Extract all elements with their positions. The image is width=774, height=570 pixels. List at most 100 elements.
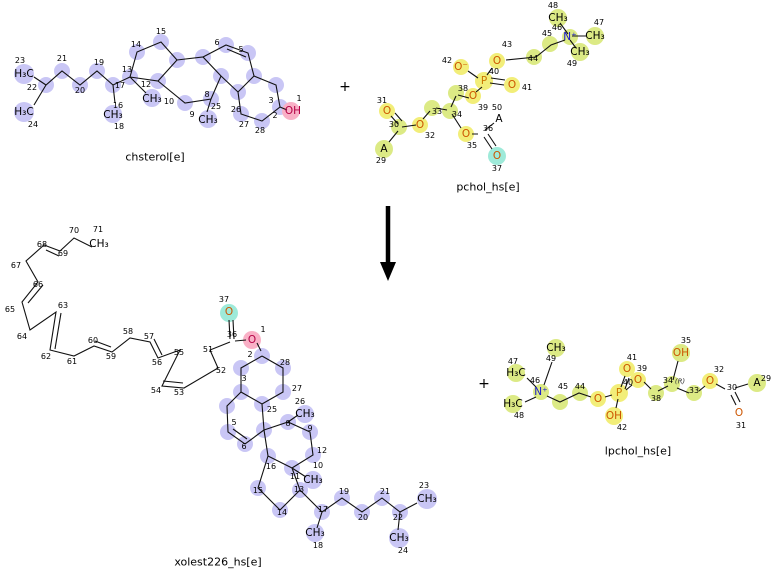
lpchol-atom-highlight [748, 374, 766, 392]
xolest-atom-label: 59 [105, 352, 117, 361]
chsterol-atom-label: 13 [121, 65, 133, 74]
lpchol-atom-label: 41 [626, 353, 638, 362]
xolest-atom-highlight [417, 489, 437, 509]
xolest-atom-label: 5 [231, 418, 237, 427]
pchol-atom-highlight [586, 27, 604, 45]
xolest-atom-label: 24 [397, 546, 409, 555]
chsterol-atom-label: 22 [26, 83, 38, 92]
xolest-atom-highlight [296, 405, 314, 423]
pchol-atom-highlight [504, 77, 520, 93]
pchol-atom-label: CH₃ [570, 45, 590, 58]
pchol-atom-highlight [475, 72, 493, 90]
lpchol-atom-label: 32 [713, 365, 725, 374]
xolest-atom-label: 27 [291, 384, 303, 393]
lpchol-atom-highlight [619, 361, 635, 377]
xolest-atom-label: 56 [151, 358, 163, 367]
chsterol-atom-label: H₃C [14, 105, 34, 118]
pchol-atom-label: N⁺ [563, 30, 577, 43]
pchol-atom-label: 41 [521, 83, 533, 92]
pchol-atom-label: P [480, 74, 488, 87]
lpchol-atom-label: 40 [622, 378, 634, 387]
chsterol-atom-highlight [282, 102, 300, 120]
xolest-atom-label: 26 [294, 397, 306, 406]
pchol-atom-highlight [458, 126, 474, 142]
pchol-atom-highlight [465, 88, 481, 104]
lpchol-atom-label: O [705, 374, 715, 387]
xolest-atom-label: 37 [218, 295, 230, 304]
pchol-atom-label: 45 [541, 29, 553, 38]
pchol-atom-label: O [507, 78, 517, 91]
lpchol-atom-label: 47 [507, 357, 519, 366]
xolest-atom-label: 55 [173, 348, 185, 357]
lpchol-atom-label: 49 [545, 354, 557, 363]
xolest-atom-label: 23 [418, 481, 430, 490]
pchol-atom-label: O [492, 54, 502, 67]
xolest-atom-label: 16 [265, 462, 277, 471]
pchol-atom-label: O [468, 89, 478, 102]
xolest-atom-highlight [389, 528, 409, 548]
xolest-atom-label: 70 [68, 226, 80, 235]
chsterol-atom-highlight [143, 89, 161, 107]
pchol-atom-label: A [495, 112, 503, 125]
pchol-atom-highlight [391, 119, 407, 135]
pchol-atom-highlight [379, 103, 395, 119]
pchol-atom-label: 40 [488, 67, 500, 76]
xolest-atom-label: 64 [16, 332, 28, 341]
lpchol-atom-label: O [734, 406, 744, 419]
lpchol-atom-label: 29 [760, 374, 772, 383]
xolest-atom-label: 21 [379, 487, 391, 496]
chsterol-atom-label: 18 [113, 122, 125, 131]
xolest-atom-highlight [220, 304, 238, 322]
molecule-title-lpchol: lpchol_hs[e] [604, 444, 672, 458]
pchol-atom-label: 50 [491, 103, 503, 112]
pchol-atom-highlight [489, 53, 505, 69]
xolest-atom-label: 14 [276, 508, 288, 517]
chsterol-atom-label: 6 [214, 38, 220, 47]
plus-sign-reactants: + [339, 79, 351, 95]
lpchol-atom-highlight [648, 385, 664, 401]
pchol-atom-label: 39 [477, 103, 489, 112]
lpchol-atom-label: (R) [674, 377, 686, 386]
xolest-atom-label: CH₃ [417, 492, 437, 505]
lpchol-atom-highlight [630, 372, 646, 388]
chsterol-atom-highlight [14, 102, 34, 122]
xolest-atom-label: 17 [317, 505, 329, 514]
pchol-atom-label: 30 [388, 120, 400, 129]
xolest-atom-label: 52 [215, 366, 227, 375]
xolest-atom-highlight [243, 331, 261, 349]
xolest-atom-label: 2 [247, 350, 253, 359]
xolest-atom-label: 60 [87, 336, 99, 345]
pchol-atom-label: 47 [593, 18, 605, 27]
chsterol-atom-label: 26 [230, 105, 242, 114]
lpchol-atom-label: 38 [650, 394, 662, 403]
chsterol-atom-label: CH₃ [142, 92, 162, 105]
lpchol-atom-label: O [622, 362, 632, 375]
pchol-atom-highlight [412, 117, 428, 133]
xolest-bonds [21, 237, 418, 531]
pchol-bonds [388, 22, 586, 150]
xolest-atom-label: 67 [10, 261, 22, 270]
chsterol-atom-highlight [104, 105, 122, 123]
pchol-atom-highlight [562, 29, 578, 45]
lpchol-atom-label: 30 [726, 383, 738, 392]
lpchol-atom-highlight [702, 373, 718, 389]
pchol-atom-label: 36 [482, 124, 494, 133]
pchol-atom-label: 42 [441, 56, 453, 65]
lpchol-atom-highlight [547, 339, 565, 357]
xolest-atom-label: 71 [92, 225, 104, 234]
chsterol-atom-label: 8 [204, 90, 210, 99]
xolest-atom-label: 22 [392, 513, 404, 522]
chsterol-atom-label: CH₃ [103, 108, 123, 121]
pchol-atom-label: CH₃ [548, 11, 568, 24]
lpchol-atom-highlight [504, 395, 522, 413]
xolest-atom-highlight [306, 524, 324, 542]
lpchol-atom-label: N⁺ [534, 385, 548, 398]
xolest-atom-label: 63 [57, 301, 69, 310]
lpchol-atom-label: 48 [513, 411, 525, 420]
xolest-atom-label: 66 [32, 280, 44, 289]
xolest-atom-label: 13 [293, 485, 305, 494]
xolest-atom-label: 19 [338, 487, 350, 496]
chsterol-atom-label: 25 [210, 102, 222, 111]
